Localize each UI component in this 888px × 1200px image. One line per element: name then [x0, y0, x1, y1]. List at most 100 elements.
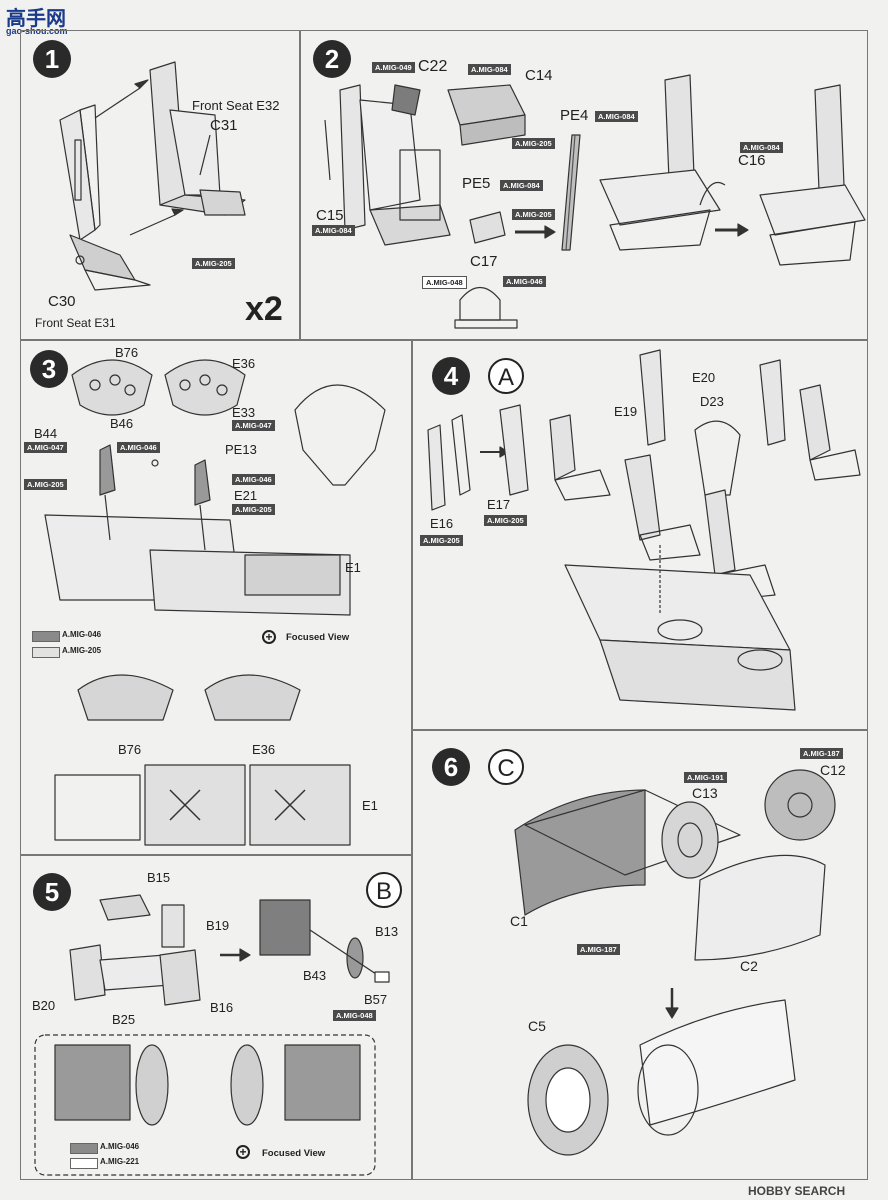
- step4-number: 4: [432, 357, 470, 395]
- label-b25: B25: [112, 1012, 136, 1027]
- step6-drawing: [514, 769, 836, 1156]
- label-c30: C30: [48, 293, 76, 310]
- label-c22: C22: [418, 58, 448, 75]
- paint-pe4: A.MIG-084: [595, 111, 638, 122]
- paint-e16: A.MIG-205: [420, 535, 463, 546]
- step3-panel: [20, 340, 412, 855]
- label-b13: B13: [375, 924, 399, 939]
- label-front-seat-e32: Front Seat E32: [192, 98, 280, 113]
- legend-swatch-5-046: [70, 1143, 98, 1154]
- label-e21: E21: [234, 488, 258, 503]
- label-c12: C12: [820, 762, 846, 778]
- label-b15: B15: [147, 870, 171, 885]
- step2-drawing: [324, 74, 866, 329]
- watermark-bottom-brand: HOBBY SEARCH: [748, 1184, 846, 1198]
- magnifier-icon-step3: +: [262, 630, 276, 644]
- paint-b57: A.MIG-048: [333, 1010, 376, 1021]
- label-c5: C5: [528, 1018, 546, 1034]
- step5-sub-letter: B: [366, 872, 402, 908]
- label-e20: E20: [692, 370, 716, 385]
- label-e36-detail: E36: [252, 742, 276, 757]
- label-e33: E33: [232, 405, 256, 420]
- label-e17: E17: [487, 497, 511, 512]
- step2-panel: [300, 30, 868, 340]
- legend-swatch-205: [32, 647, 60, 658]
- paint-c13: A.MIG-191: [684, 772, 727, 783]
- step3-drawing: [44, 359, 386, 846]
- paint-c1: A.MIG-187: [577, 944, 620, 955]
- paint-e33: A.MIG-047: [232, 420, 275, 431]
- magnifier-icon-step5: +: [236, 1145, 250, 1159]
- label-d23: D23: [700, 394, 724, 409]
- step3-number: 3: [30, 350, 68, 388]
- step2-number: 2: [313, 40, 351, 78]
- paint-c16: A.MIG-084: [740, 142, 783, 153]
- step1-number: 1: [33, 40, 71, 78]
- step1-seat-drawing: [59, 61, 246, 291]
- label-c1: C1: [510, 913, 528, 929]
- label-c16: C16: [738, 152, 766, 169]
- paint-step1-205: A.MIG-205: [192, 258, 235, 269]
- paint-c17-left: A.MIG-048: [422, 276, 467, 289]
- paint-c17-right: A.MIG-046: [503, 276, 546, 287]
- watermark-top-url: gao-shou.com: [6, 26, 68, 36]
- label-c15: C15: [316, 207, 344, 224]
- label-b16: B16: [210, 1000, 234, 1015]
- step6-sub-letter: C: [488, 749, 524, 785]
- step1-panel: [20, 30, 300, 340]
- step5-drawing: [34, 894, 390, 1176]
- paint-c12: A.MIG-187: [800, 748, 843, 759]
- legend-5-221: A.MIG-221: [100, 1157, 140, 1166]
- paint-e21-205: A.MIG-205: [232, 504, 275, 515]
- label-e1: E1: [345, 560, 361, 575]
- watermark-top-cn: 高手网: [6, 8, 66, 30]
- paint-c14-top: A.MIG-084: [468, 64, 511, 75]
- paint-e21-046: A.MIG-046: [232, 474, 275, 485]
- legend-swatch-046: [32, 631, 60, 642]
- label-e1-detail: E1: [362, 798, 378, 813]
- label-b43: B43: [303, 968, 327, 983]
- label-c2: C2: [740, 958, 758, 974]
- label-e19: E19: [614, 404, 638, 419]
- label-c17: C17: [470, 253, 498, 270]
- label-b76-detail: B76: [118, 742, 142, 757]
- paint-b44: A.MIG-047: [24, 442, 67, 453]
- step4-panel: [412, 340, 868, 730]
- paint-left-205: A.MIG-205: [24, 479, 67, 490]
- paint-c17-top: A.MIG-205: [512, 209, 555, 220]
- step4-sub-letter: A: [488, 358, 524, 394]
- step4-drawing: [427, 349, 861, 711]
- label-pe4: PE4: [560, 107, 589, 124]
- step6-number: 6: [432, 748, 470, 786]
- legend-5-046: A.MIG-046: [100, 1142, 140, 1151]
- legend-205: A.MIG-205: [62, 646, 102, 655]
- step6-panel: [412, 730, 868, 1180]
- label-front-seat-e31: Front Seat E31: [35, 316, 116, 330]
- paint-c14-bottom: A.MIG-205: [512, 138, 555, 149]
- label-b76: B76: [115, 345, 139, 360]
- label-c31: C31: [210, 117, 238, 134]
- paint-c22: A.MIG-049: [372, 62, 415, 73]
- label-pe13: PE13: [225, 442, 257, 457]
- paint-pe5: A.MIG-084: [500, 180, 543, 191]
- label-b44: B44: [34, 426, 58, 441]
- step5-number: 5: [33, 873, 71, 911]
- label-b46: B46: [110, 416, 134, 431]
- legend-046: A.MIG-046: [62, 630, 102, 639]
- step5-panel: [20, 855, 412, 1180]
- paint-c15: A.MIG-084: [312, 225, 355, 236]
- label-b19: B19: [206, 918, 230, 933]
- label-e36: E36: [232, 356, 256, 371]
- focused-view-step5: Focused View: [262, 1148, 326, 1159]
- paint-e17: A.MIG-205: [484, 515, 527, 526]
- paint-b46: A.MIG-046: [117, 442, 160, 453]
- label-pe5: PE5: [462, 175, 491, 192]
- focused-view-step3: Focused View: [286, 632, 350, 643]
- legend-swatch-5-221: [70, 1158, 98, 1169]
- label-c14: C14: [525, 67, 553, 84]
- label-b20: B20: [32, 998, 56, 1013]
- multiplier-x2: x2: [245, 290, 283, 328]
- label-c13: C13: [692, 785, 718, 801]
